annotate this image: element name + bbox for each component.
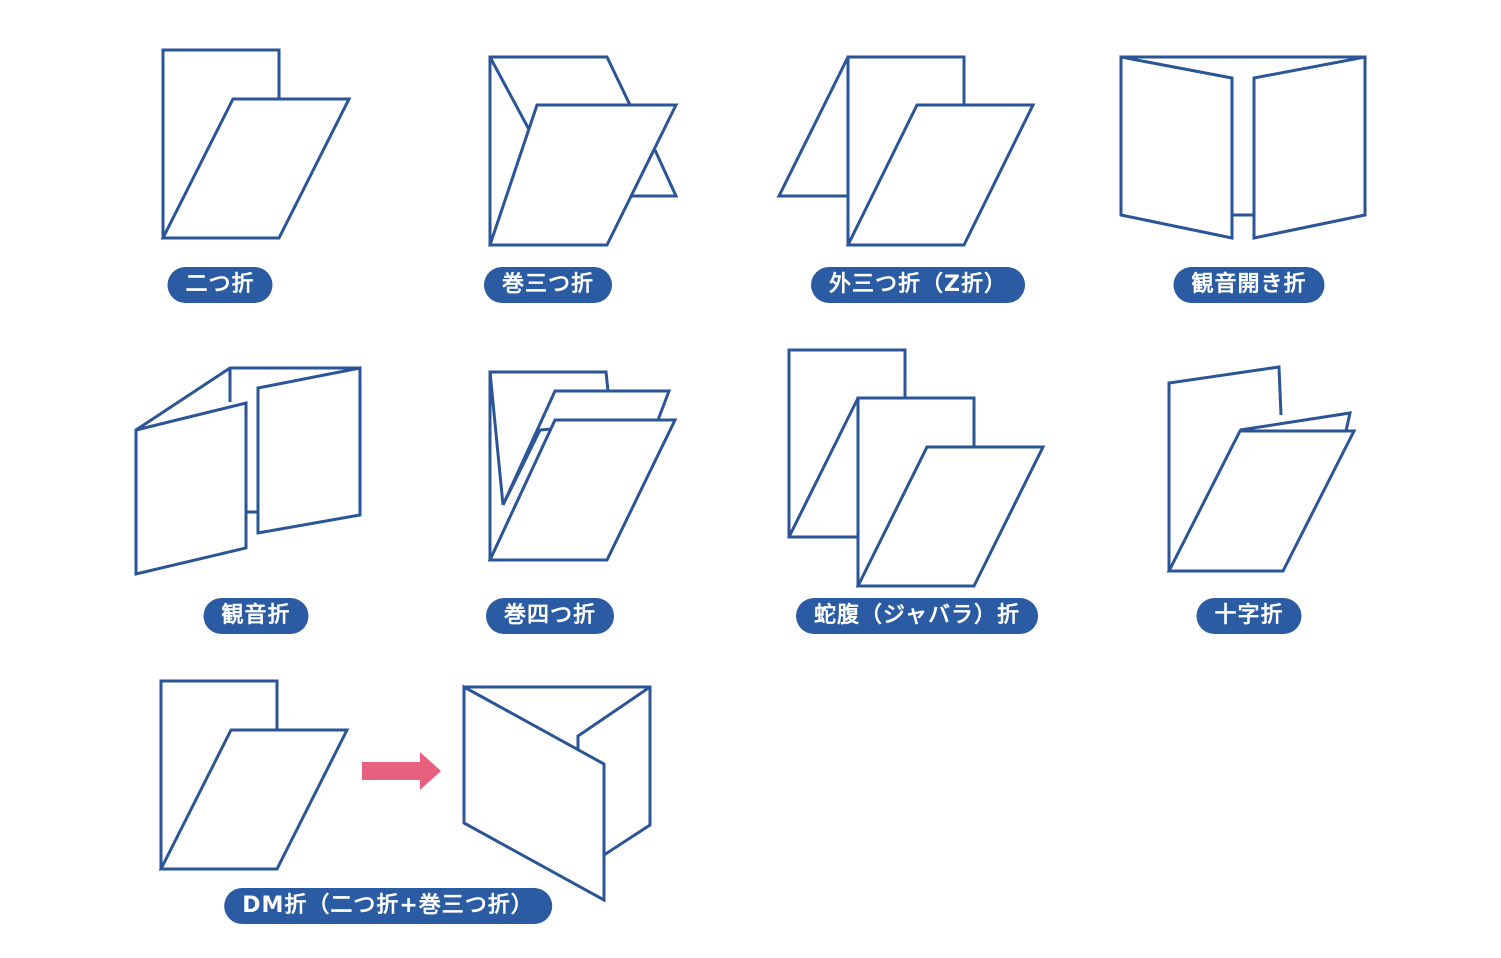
arrow-right-icon <box>362 752 441 790</box>
cross-fold-illustration <box>1166 365 1357 573</box>
gate-fold-illustration <box>1119 55 1367 240</box>
label-half-fold: 二つ折 <box>167 267 273 303</box>
label-double-gate-fold: 観音折 <box>203 598 309 634</box>
half-fold-illustration <box>160 48 352 240</box>
label-roll-four-fold: 巻四つ折 <box>485 598 615 634</box>
dm-fold-illustration <box>158 679 652 903</box>
z-fold-illustration <box>776 55 1036 247</box>
label-gate-fold: 観音開き折 <box>1173 267 1325 303</box>
label-cross-fold: 十字折 <box>1196 598 1302 634</box>
label-z-fold: 外三つ折（Z折） <box>811 267 1025 303</box>
accordion-fold-illustration <box>787 348 1046 588</box>
roll-four-fold-illustration <box>487 370 678 562</box>
roll-tri-fold-illustration <box>487 55 679 247</box>
label-dm-fold: DM折（二つ折+巻三つ折） <box>224 888 552 924</box>
label-accordion-fold: 蛇腹（ジャバラ）折 <box>796 598 1038 634</box>
label-roll-tri-fold: 巻三つ折 <box>483 267 613 303</box>
double-gate-fold-illustration <box>134 366 362 576</box>
